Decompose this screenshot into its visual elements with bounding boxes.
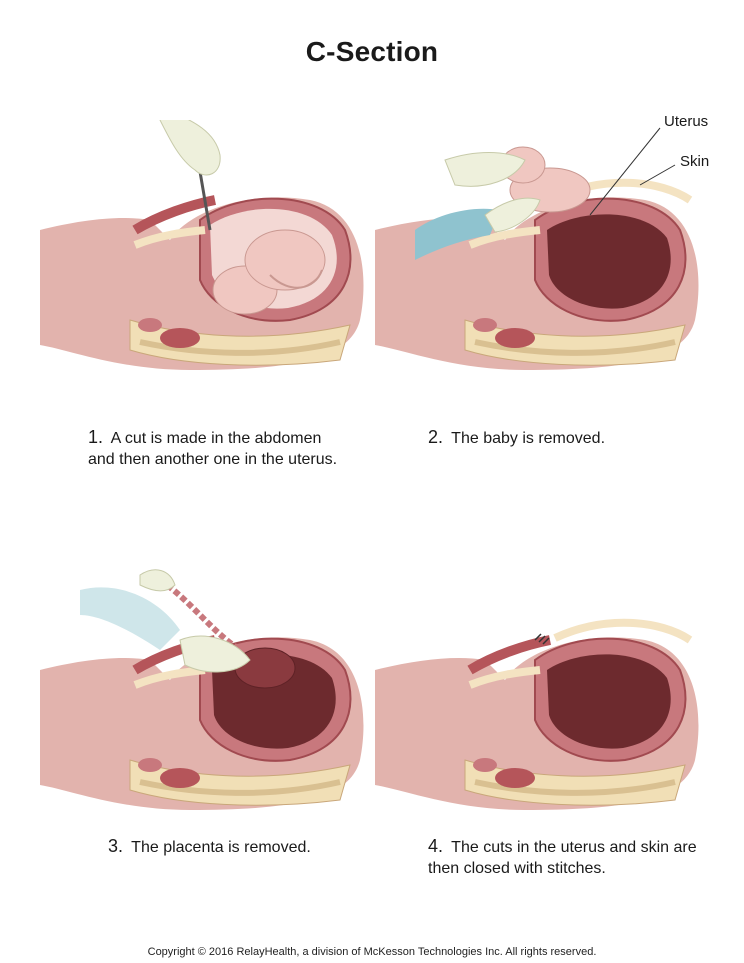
illustration-step-2 — [375, 120, 715, 370]
label-skin: Skin — [680, 153, 710, 170]
copyright-notice: Copyright © 2016 RelayHealth, a division… — [147, 946, 597, 958]
illustration-step-4 — [375, 560, 715, 810]
caption-step-2: 2. The baby is removed. — [428, 427, 698, 449]
step-number: 4. — [428, 836, 444, 856]
caption-step-1: 1. A cut is made in the abdomen and then… — [88, 427, 348, 470]
caption-step-4: 4. The cuts in the uterus and skin are t… — [428, 836, 708, 879]
step-text: The placenta is removed. — [131, 839, 311, 856]
step-text: The cuts in the uterus and skin are then… — [428, 839, 697, 877]
caption-step-3: 3. The placenta is removed. — [108, 836, 368, 858]
step-number: 3. — [108, 836, 124, 856]
label-uterus: Uterus — [664, 113, 709, 130]
step-text: The baby is removed. — [451, 430, 606, 447]
step-number: 2. — [428, 427, 444, 447]
step-number: 1. — [88, 427, 104, 447]
step-text: A cut is made in the abdomen and then an… — [88, 430, 338, 468]
illustration-step-3 — [40, 560, 380, 810]
page-title: C-Section — [305, 36, 439, 67]
illustration-step-1 — [40, 120, 380, 370]
